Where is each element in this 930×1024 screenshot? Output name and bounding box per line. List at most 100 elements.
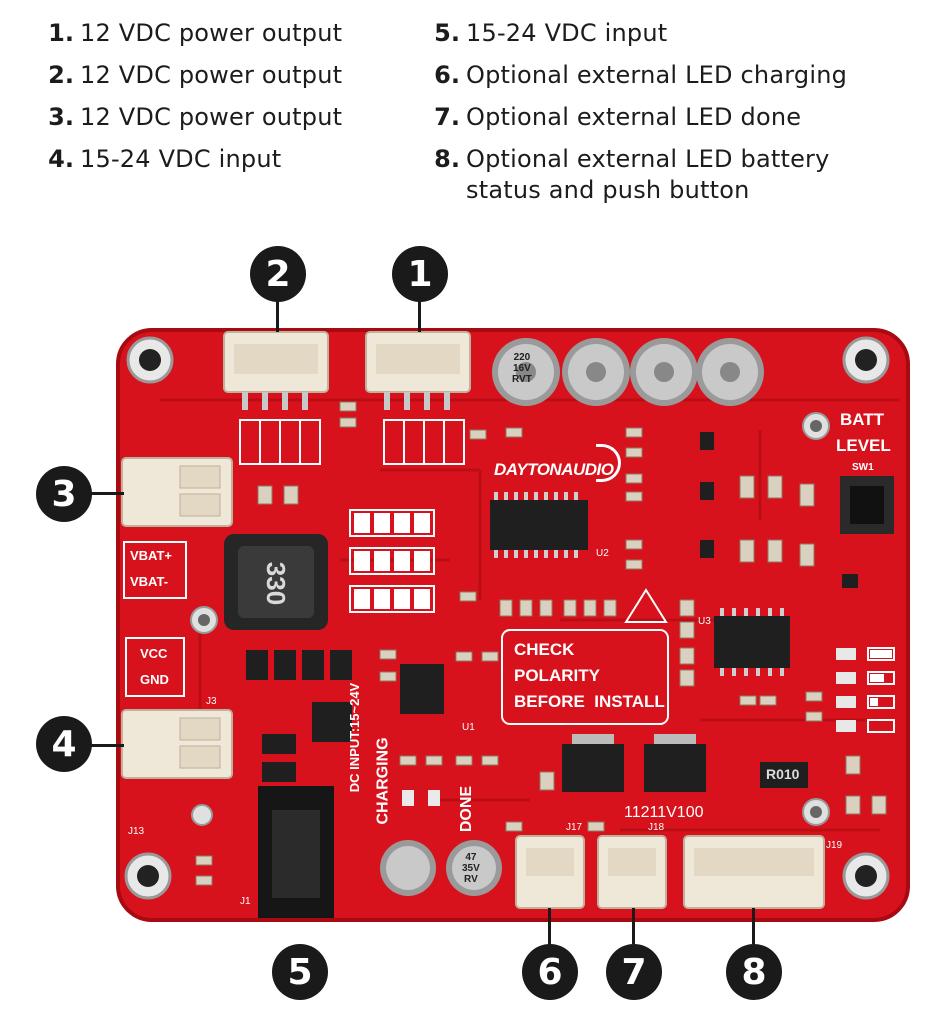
legend-left: 1. 12 VDC power output 2. 12 VDC power o… [38,18,342,186]
callout-3-leader [90,492,124,495]
push-button-sw1 [840,476,894,534]
cap-voltage: 35V [462,863,480,874]
transistor-q6 [644,734,706,792]
legend-text: 12 VDC power output [80,103,343,131]
ic-u1 [400,664,444,714]
legend-text: Optional external LED done [466,103,802,131]
ic-u2 [490,492,588,558]
callout-2-leader [276,300,279,332]
warning-line-1: CHECK [514,640,575,659]
callout-6-leader [548,908,551,944]
callout-4: 4 [36,716,92,772]
cap-series: RVT [512,374,532,385]
cap-c32-value: 220 16V RVT [512,352,532,385]
legend-right: 5. 15-24 VDC input 6. Optional external … [424,18,904,217]
callout-4-leader [90,744,124,747]
battery-indicator-graphic [349,509,435,613]
status-leds-charging-done [402,790,440,806]
vbat-label-grid-j5 [383,419,465,465]
cap-voltage: 16V [513,363,531,374]
legend-item-2: 2. 12 VDC power output [38,60,342,91]
brand-logo-text: DAYTONAUDIO [494,460,614,479]
ic-small [312,702,352,742]
legend-item-3: 3. 12 VDC power output [38,102,342,133]
callout-8-leader [752,908,755,944]
callout-8: 8 [726,944,782,1000]
small-transistors [700,432,858,588]
cap-c9-value: 47 35V RV [462,852,480,885]
sw1-label: SW1 [852,462,874,473]
legend-item-5: 5. 15-24 VDC input [424,18,904,49]
pcb-body [118,330,908,920]
legend-text: 12 VDC power output [80,61,343,89]
callout-1-leader [418,300,421,332]
resistor-r010-marking: R010 [766,766,800,782]
pcb-edge-shade [116,328,910,922]
done-label: DONE [458,785,476,833]
battery-indicator-fill [354,513,430,609]
mounting-holes [124,336,890,900]
j18-label: J18 [648,822,665,833]
callout-1: 1 [392,246,448,302]
warning-line-2: POLARITY [514,666,600,685]
connector-j4 [223,331,329,410]
batt-level-label-2: LEVEL [836,436,891,455]
legend-text: 15-24 VDC input [80,145,282,173]
ic-u3 [714,608,790,676]
diodes-d1-d5 [246,650,352,782]
callout-3: 3 [36,466,92,522]
capacitors-bottom [380,840,502,896]
u1-label: U1 [462,722,475,733]
cap-value: 220 [513,352,531,363]
j1-label: J1 [240,896,251,907]
vbat-plus-label: VBAT+ [130,548,173,563]
legend-number: 7. [434,103,460,131]
callout-7-leader [632,908,635,944]
u2-label: U2 [596,548,609,559]
connector-j2 [121,457,233,527]
cap-value: 47 [465,852,477,863]
dc-input-label: DC INPUT:15~24V [347,682,363,793]
legend-number: 6. [434,61,460,89]
resistor-r010-body [760,762,808,788]
j3-label: J3 [206,696,217,707]
inductor-marking: 330 [261,561,292,606]
legend-number: 1. [48,19,74,47]
legend-item-7: 7. Optional external LED done [424,102,904,133]
warning-line-3: BEFORE INSTALL [514,692,665,711]
legend-item-6: 6. Optional external LED charging [424,60,904,91]
connector-j3 [121,709,233,779]
callout-7: 7 [606,944,662,1000]
callout-6: 6 [522,944,578,1000]
callout-5: 5 [272,944,328,1000]
vcc-label: VCC [140,646,168,661]
connector-j18 [597,835,667,909]
legend-number: 3. [48,103,74,131]
j13-label: J13 [128,826,145,837]
dc-jack-j1 [258,786,334,918]
vbat-label-box [123,541,187,599]
legend-number: 5. [434,19,460,47]
warning-triangle-icon [624,588,668,623]
legend-item-8: 8. Optional external LED battery status … [424,144,844,206]
vcc-label-box [125,637,185,697]
legend-text: 15-24 VDC input [466,19,668,47]
callout-2: 2 [250,246,306,302]
j17-label: J17 [566,822,583,833]
legend-number: 4. [48,145,74,173]
u3-label: U3 [698,616,711,627]
brand-logo-icon [596,444,621,482]
battery-status-leds [836,648,856,732]
capacitors-top [492,338,764,406]
legend-text: Optional external LED charging [466,61,848,89]
cap-series: RV [464,874,478,885]
connector-j5 [365,331,471,410]
warning-box [501,629,669,725]
vbat-minus-label: VBAT- [130,574,169,589]
transistor-q5 [562,734,624,792]
model-number: 11211V100 [624,804,704,821]
j19-label: J19 [826,840,843,851]
legend-item-4: 4. 15-24 VDC input [38,144,342,175]
legend-text: 12 VDC power output [80,19,343,47]
